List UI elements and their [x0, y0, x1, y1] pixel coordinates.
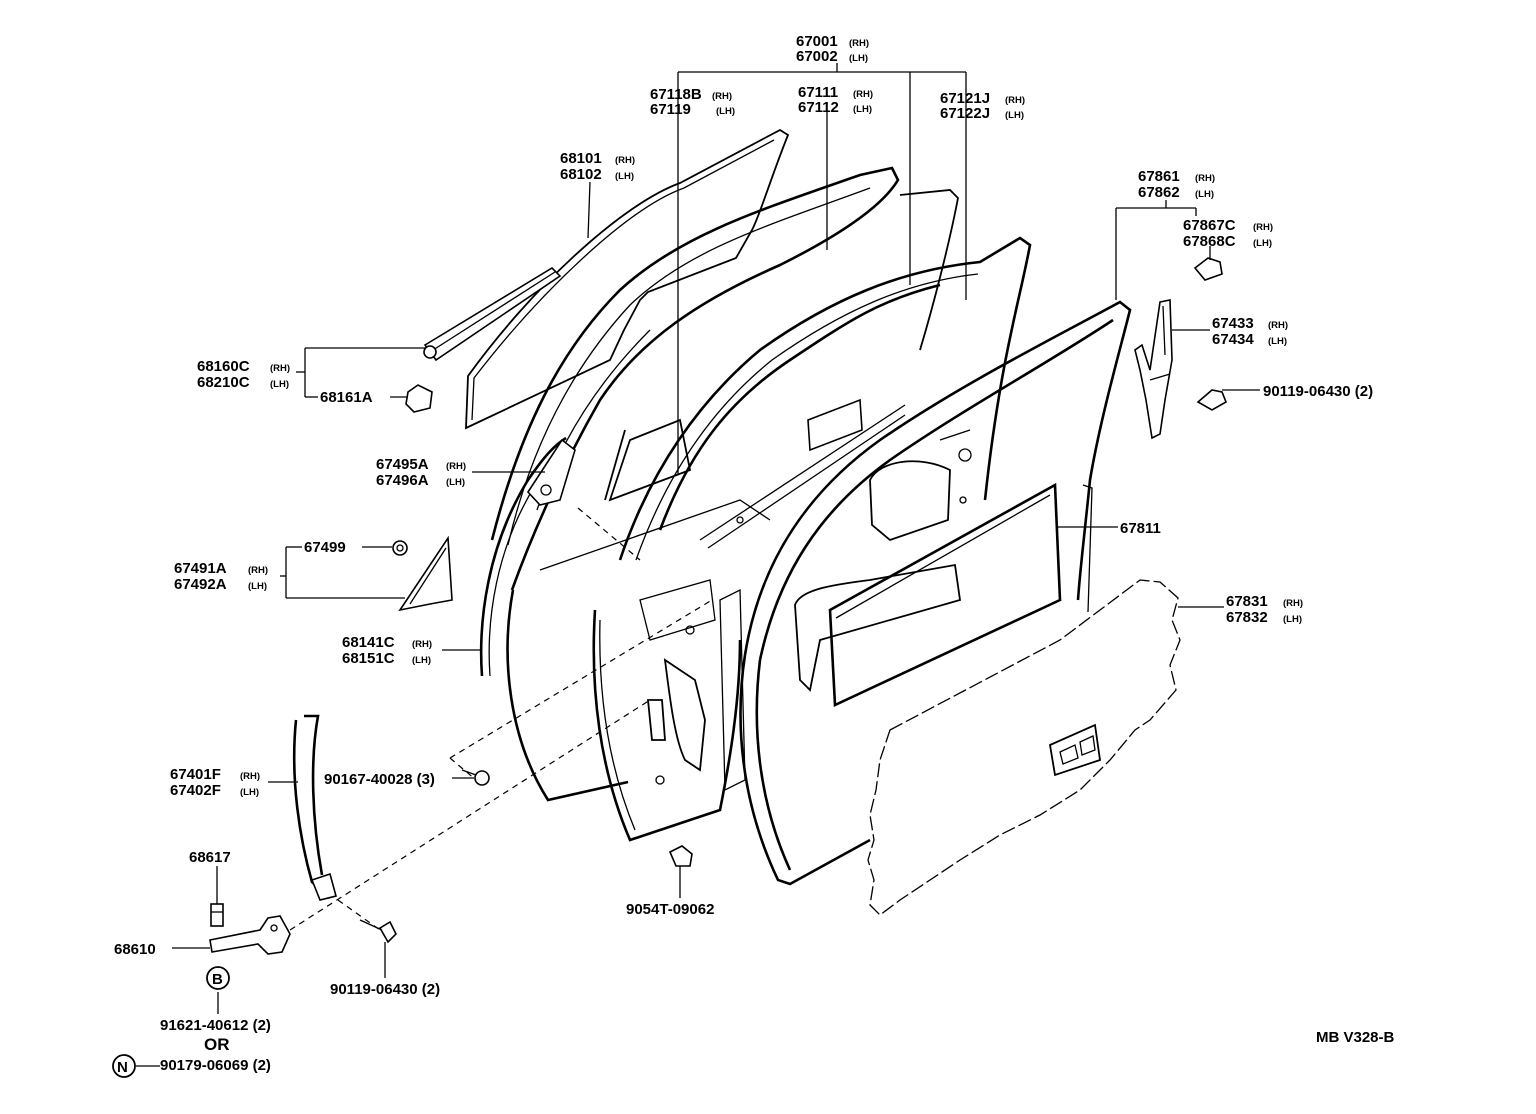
label-67862: 67862 [1138, 184, 1180, 201]
label-68160C-side: (RH) [270, 363, 290, 374]
label-67111-side: (RH) [853, 89, 873, 100]
label-67868C-side: (LH) [1253, 238, 1272, 249]
label-67495A: 67495A [376, 456, 429, 473]
label-67496A: 67496A [376, 472, 429, 489]
clip-68161A [405, 384, 433, 413]
label-90119-lower: 90119-06430 (2) [330, 981, 440, 998]
label-68161A: 68161A [320, 389, 373, 406]
label-67112: 67112 [798, 99, 839, 116]
label-67491A-side: (RH) [248, 565, 268, 576]
cover-67491A [398, 535, 453, 612]
label-90119-upper: 90119-06430 (2) [1263, 383, 1373, 400]
badge-b-circle [206, 966, 230, 990]
label-67868C: 67868C [1183, 233, 1236, 250]
inner-openings [794, 429, 972, 692]
label-67434: 67434 [1212, 331, 1254, 348]
label-67861-side: (RH) [1195, 173, 1215, 184]
weatherstrip-67861 [739, 300, 1132, 886]
badge-n: N [117, 1059, 128, 1076]
label-67491A: 67491A [174, 560, 227, 577]
label-67433-side: (RH) [1268, 320, 1288, 331]
label-67119-side: (LH) [716, 106, 735, 117]
clip-9054T [668, 845, 693, 867]
check-68610 [209, 915, 291, 955]
label-67118B-side: (RH) [712, 91, 732, 102]
bracket-67433 [1134, 299, 1173, 440]
label-67862-side: (LH) [1195, 189, 1214, 200]
label-68141C-side: (RH) [412, 639, 432, 650]
label-9054T: 9054T-09062 [626, 901, 714, 918]
label-67121J: 67121J [940, 90, 990, 107]
label-67831: 67831 [1226, 593, 1268, 610]
label-68102: 68102 [560, 166, 602, 183]
label-67001: 67001 [796, 33, 838, 50]
label-67002-side: (LH) [849, 53, 868, 64]
clip-67499 [392, 540, 408, 556]
label-67112-side: (LH) [853, 104, 872, 115]
door-glass-68101 [465, 128, 790, 430]
label-68101: 68101 [560, 150, 602, 167]
door-frame-67111 [618, 189, 1032, 561]
screw-90167 [461, 769, 490, 786]
label-67121J-side: (RH) [1005, 95, 1025, 106]
label-67401F-side: (RH) [240, 771, 260, 782]
label-67811: 67811 [1120, 520, 1161, 537]
label-67401F: 67401F [170, 766, 221, 783]
label-67111: 67111 [798, 84, 838, 101]
label-67492A-side: (LH) [248, 581, 267, 592]
label-67402F-side: (LH) [240, 787, 259, 798]
label-or: OR [204, 1035, 230, 1054]
label-67499: 67499 [304, 539, 346, 556]
label-67495A-side: (RH) [446, 461, 466, 472]
label-68610: 68610 [114, 941, 156, 958]
service-hole-cover-67811 [828, 482, 1062, 707]
glass-run-channel-68160C [423, 266, 562, 362]
assembly-dashed-lines [289, 507, 713, 931]
part-labels: 67001 (RH) 67002 (LH) 67118B (RH) 67119 … [112, 33, 1395, 1078]
label-67434-side: (LH) [1268, 336, 1287, 347]
label-68101-side: (RH) [615, 155, 635, 166]
bolt-90119-upper [1196, 389, 1228, 411]
label-68102-side: (LH) [615, 171, 634, 182]
door-trim-board-67831 [867, 579, 1181, 916]
label-67402F: 67402F [170, 782, 221, 799]
label-90179: 90179-06069 (2) [160, 1057, 271, 1074]
label-67831-side: (RH) [1283, 598, 1303, 609]
label-67496A-side: (LH) [446, 477, 465, 488]
pin-68617 [210, 903, 224, 927]
channel-67401F [292, 714, 337, 901]
leader-lines [136, 63, 1260, 1067]
label-67867C: 67867C [1183, 217, 1236, 234]
label-68151C: 68151C [342, 650, 395, 667]
label-67832-side: (LH) [1283, 614, 1302, 625]
label-67001-side: (RH) [849, 38, 869, 49]
label-68210C: 68210C [197, 374, 250, 391]
label-68151C-side: (LH) [412, 655, 431, 666]
label-67861: 67861 [1138, 168, 1180, 185]
label-67118B: 67118B [650, 86, 702, 103]
frame-67495A [526, 438, 576, 506]
door-inner-panel [592, 579, 746, 842]
label-67122J: 67122J [940, 105, 990, 122]
label-67119: 67119 [650, 101, 691, 118]
clip-67867C [1193, 257, 1223, 281]
label-67492A: 67492A [174, 576, 227, 593]
label-67122J-side: (LH) [1005, 110, 1024, 121]
molding-68141C [479, 436, 567, 677]
diagram-code: MB V328-B [1316, 1029, 1395, 1046]
label-67433: 67433 [1212, 315, 1254, 332]
badge-b: B [212, 971, 223, 988]
label-67867C-side: (RH) [1253, 222, 1273, 233]
bolt-90119-lower [359, 919, 397, 944]
label-68141C: 68141C [342, 634, 395, 651]
label-91621: 91621-40612 (2) [160, 1017, 271, 1034]
badge-n-circle [112, 1054, 136, 1078]
label-68210C-side: (LH) [270, 379, 289, 390]
label-68160C: 68160C [197, 358, 250, 375]
label-67832: 67832 [1226, 609, 1268, 626]
label-68617: 68617 [189, 849, 231, 866]
label-67002: 67002 [796, 48, 838, 65]
label-90167: 90167-40028 (3) [324, 771, 435, 788]
